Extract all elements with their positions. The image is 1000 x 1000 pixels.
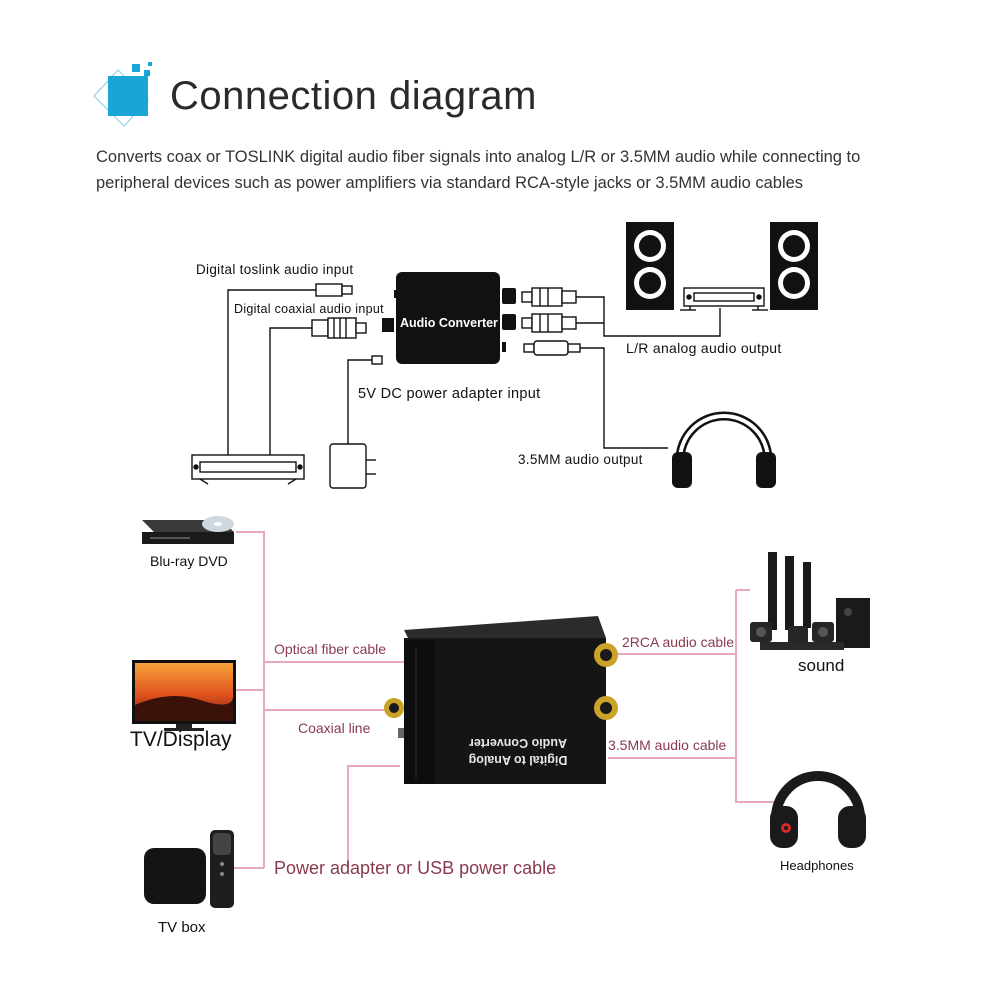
header-logo — [88, 62, 168, 142]
dac-text-line-2: Audio Converter — [469, 736, 567, 750]
converter-box-label: Audio Converter — [400, 316, 498, 330]
rca-plug-top-icon — [521, 287, 577, 307]
mm-plug-icon — [523, 340, 581, 356]
sound-label: sound — [798, 656, 845, 675]
bluray-label: Blu-ray DVD — [150, 553, 228, 569]
bluray-player-icon — [142, 516, 234, 544]
source-device-icon — [191, 454, 305, 485]
speaker-right-icon — [770, 222, 818, 310]
coaxial-cable-label: Coaxial line — [298, 720, 371, 736]
page-title: Connection diagram — [170, 74, 537, 118]
tvbox-label: TV box — [158, 919, 206, 936]
dac-converter-box-icon — [384, 616, 618, 784]
toslink-input-label: Digital toslink audio input — [196, 262, 354, 277]
coaxial-input-label: Digital coaxial audio input — [234, 302, 384, 316]
top-diagram-drawing — [191, 222, 818, 489]
cube-logo-icon — [93, 62, 152, 127]
lr-output-label: L/R analog audio output — [626, 340, 782, 356]
amplifier-icon — [680, 287, 768, 311]
audio-converter-box-icon — [382, 272, 516, 364]
headphones-label: Headphones — [780, 858, 854, 873]
tv-label: TV/Display — [130, 728, 232, 751]
power-adapter-icon — [329, 355, 383, 489]
subtitle-line-2: peripheral devices such as power amplifi… — [96, 174, 804, 192]
tv-box-icon — [144, 848, 206, 904]
subtitle-line-1: Converts coax or TOSLINK digital audio f… — [96, 148, 861, 166]
optical-cable-label: Optical fiber cable — [274, 641, 387, 657]
headphones-icon — [770, 771, 866, 848]
rca-cable-label: 2RCA audio cable — [622, 634, 735, 650]
sound-system-icon — [750, 552, 870, 650]
power-cable-label: Power adapter or USB power cable — [274, 858, 557, 878]
mm-cable-label: 3.5MM audio cable — [608, 737, 727, 753]
mm-output-label: 3.5MM audio output — [518, 452, 643, 467]
remote-icon — [210, 830, 234, 908]
coax-plug-icon — [311, 317, 367, 339]
toslink-plug-icon — [315, 283, 353, 297]
headphones-line-icon — [672, 411, 776, 488]
power-input-label: 5V DC power adapter input — [358, 386, 541, 402]
tv-icon — [132, 660, 236, 731]
dac-converter-text: Digital to Analog Audio Converter — [458, 734, 578, 768]
speaker-left-icon — [626, 222, 674, 310]
dac-text-line-1: Digital to Analog — [468, 753, 568, 767]
rca-plug-bottom-icon — [521, 313, 577, 333]
